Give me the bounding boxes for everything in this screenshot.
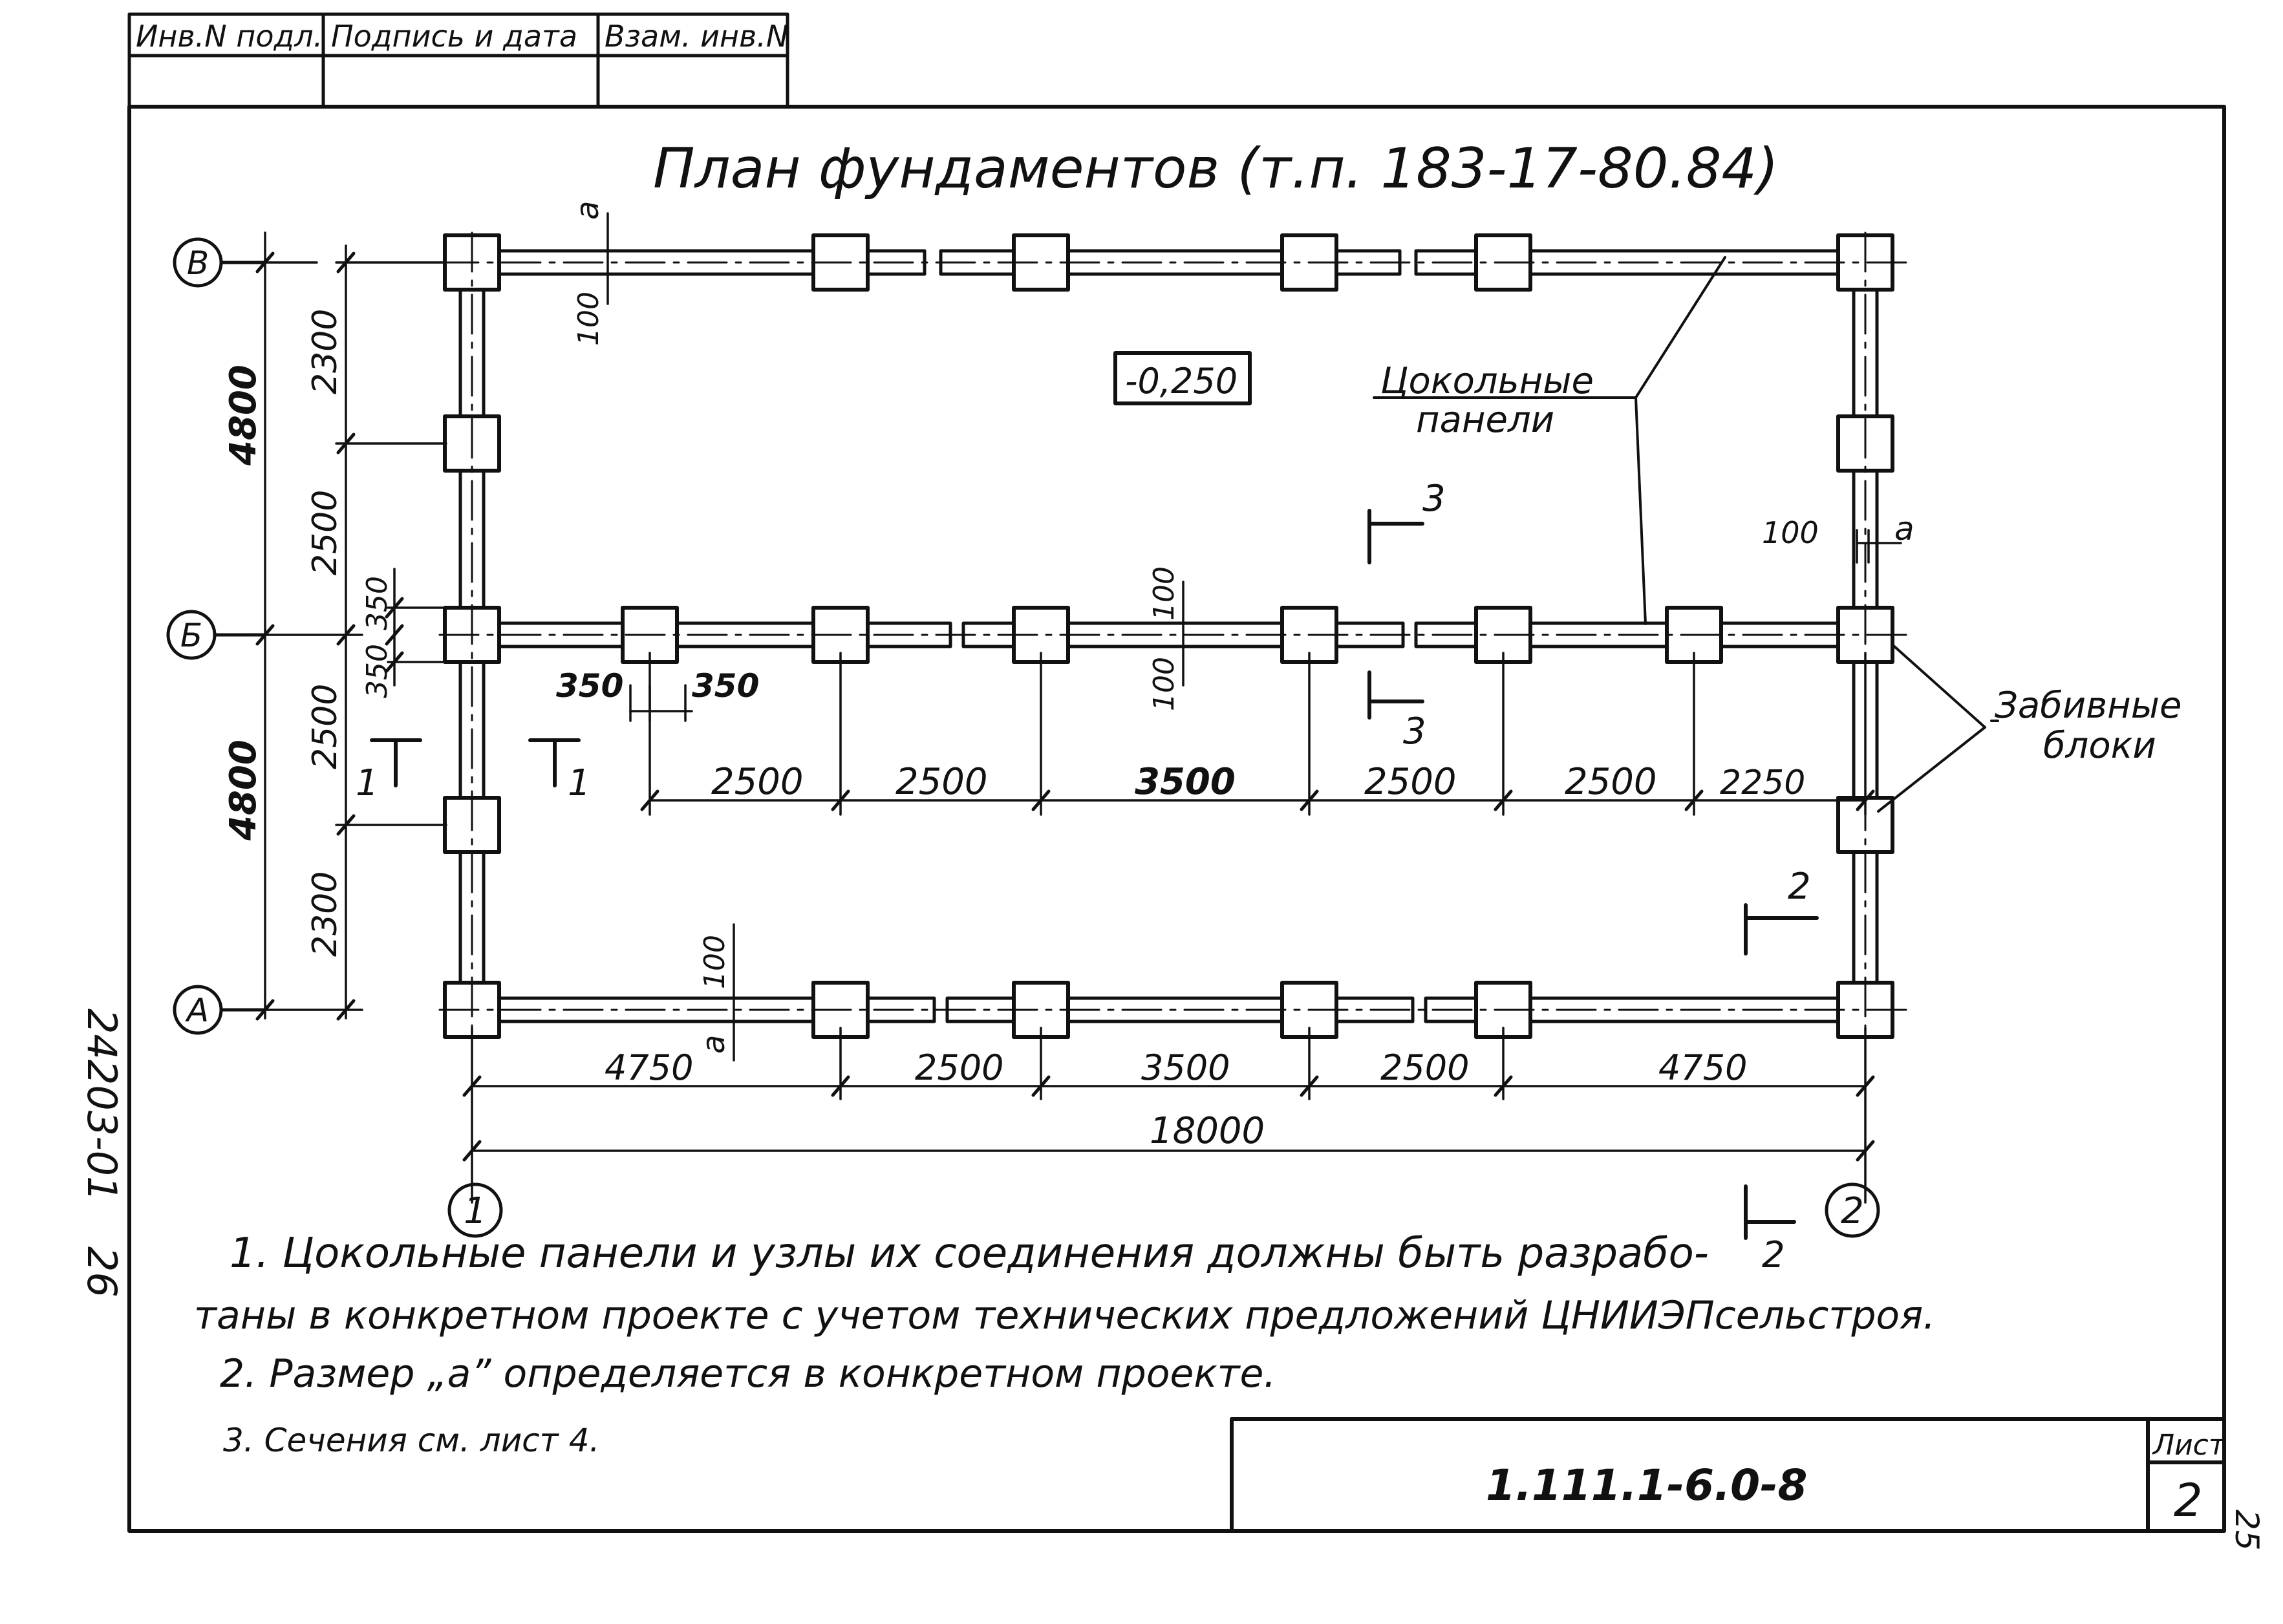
leader-lines [1373, 256, 1999, 813]
section-2-lower: 2 [1762, 1234, 1785, 1276]
dimension-tick [385, 651, 404, 673]
axis-row-v: В [187, 244, 209, 282]
title-block-sheet-label: Лист [2152, 1429, 2226, 1462]
dim-wall-100-bottom: 100 [698, 935, 731, 989]
dim-left-2500-b: 2500 [306, 684, 345, 769]
dimension-tick [336, 624, 356, 646]
dim-mid-4: 2500 [1364, 761, 1457, 803]
dim-mid-5: 2500 [1565, 761, 1657, 803]
dim-wall-100-right: 100 [1762, 515, 1819, 550]
dim-a-right: a [1894, 510, 1914, 548]
dimension-tick [1856, 1075, 1875, 1097]
archive-number: 24203-01 [78, 1009, 125, 1202]
dim-bottom-4: 2500 [1380, 1047, 1469, 1088]
elevation-box [1113, 351, 1252, 405]
section-1-right: 1 [568, 762, 591, 804]
stamp-col3: Взам. инв.N [605, 19, 788, 54]
section-3-top: 3 [1422, 478, 1446, 520]
driven-blocks [443, 233, 1894, 1039]
dimension-tick [336, 433, 356, 454]
note-1b: таны в конкретном проекте с учетом техни… [194, 1293, 1935, 1338]
dim-left-2300-top: 2300 [306, 309, 345, 394]
elevation-value: -0,250 [1125, 361, 1238, 401]
dim-left-2300-bottom: 2300 [306, 871, 345, 957]
section-marks [370, 509, 1819, 1240]
title-block-sheet-number: 2 [2174, 1474, 2203, 1527]
sheet-frame [127, 105, 2226, 1533]
dimension-tick [1300, 1075, 1319, 1097]
axis-row-b: Б [180, 617, 202, 654]
dim-block-350-a: 350 [556, 667, 623, 705]
dimension-tick [1300, 789, 1319, 811]
dim-total: 18000 [1150, 1110, 1265, 1152]
page-number: 25 [2228, 1510, 2266, 1551]
axis-row-a: А [185, 992, 209, 1029]
dimension-tick [1494, 789, 1513, 811]
dim-mid-3: 3500 [1135, 761, 1236, 803]
note-3: 3. Сечения см. лист 4. [223, 1422, 599, 1459]
dim-mid-2: 2500 [895, 761, 988, 803]
dimension-tick [1494, 1075, 1513, 1097]
label-driven-blocks-2: блоки [2043, 725, 2156, 767]
dim-block-350-b: 350 [692, 667, 759, 705]
dim-left-2500-a: 2500 [306, 490, 345, 575]
dimension-tick [336, 999, 356, 1021]
dimension-tick [1031, 789, 1051, 811]
label-plinth-panels-1: Цокольные [1380, 360, 1594, 402]
dim-left-4800-top: 4800 [222, 365, 264, 466]
dim-wall-100-mid-b: 100 [1148, 657, 1181, 711]
section-2-upper: 2 [1788, 866, 1811, 908]
dimension-tick [831, 789, 850, 811]
dimension-tick [1856, 1140, 1875, 1162]
axis-col-2: 2 [1841, 1190, 1864, 1232]
dimension-lines [244, 212, 1902, 1204]
dim-a-bottom: a [696, 1035, 732, 1054]
dim-left-350-bottom: 350 [361, 644, 394, 698]
dimension-tick [462, 1075, 482, 1097]
dim-bottom-3: 3500 [1141, 1047, 1230, 1088]
archive-page: 26 [78, 1246, 125, 1298]
section-1-left: 1 [356, 762, 379, 804]
dim-left-350-top: 350 [361, 576, 394, 630]
dim-wall-100-mid-a: 100 [1148, 566, 1181, 621]
stamp-col1: Инв.N подл. [136, 19, 323, 54]
dimension-tick [640, 789, 659, 811]
dim-mid-1: 2500 [711, 761, 804, 803]
dim-left-4800-bottom: 4800 [222, 740, 264, 841]
approval-stamp [127, 12, 789, 109]
title-block-code: 1.111.1-6.0-8 [1486, 1460, 1807, 1510]
stamp-col2: Подпись и дата [331, 19, 577, 54]
dimension-tick [1684, 789, 1704, 811]
dim-bottom-2: 2500 [915, 1047, 1003, 1088]
dimension-tick [336, 251, 356, 273]
dim-a-top: a [570, 201, 606, 220]
dimension-tick [255, 624, 275, 646]
dimension-tick [385, 597, 404, 619]
axis-col-1: 1 [464, 1190, 487, 1232]
dimension-tick [385, 624, 404, 646]
label-plinth-panels-2: панели [1416, 399, 1554, 441]
dimension-tick [255, 251, 275, 273]
dim-bottom-5: 4750 [1658, 1047, 1747, 1088]
dimension-tick [831, 1075, 850, 1097]
dimension-tick [336, 814, 356, 836]
section-3-bottom: 3 [1403, 710, 1426, 753]
note-1a: 1. Цокольные панели и узлы их соединения… [230, 1230, 1709, 1277]
dim-mid-6: 2250 [1720, 764, 1805, 802]
note-2: 2. Размер „a” определяется в конкретном … [220, 1351, 1276, 1396]
dim-wall-100-top: 100 [572, 292, 605, 346]
dimension-tick [462, 1140, 482, 1162]
drawing-title: План фундаментов (т.п. 183-17-80.84) [653, 136, 1779, 201]
dimension-tick [1031, 1075, 1051, 1097]
dimension-ticks [255, 251, 1875, 1162]
dimension-tick [1856, 789, 1875, 811]
dimension-tick [255, 999, 275, 1021]
dim-bottom-1: 4750 [605, 1047, 693, 1088]
label-driven-blocks-1: Забивные [1995, 685, 2181, 727]
